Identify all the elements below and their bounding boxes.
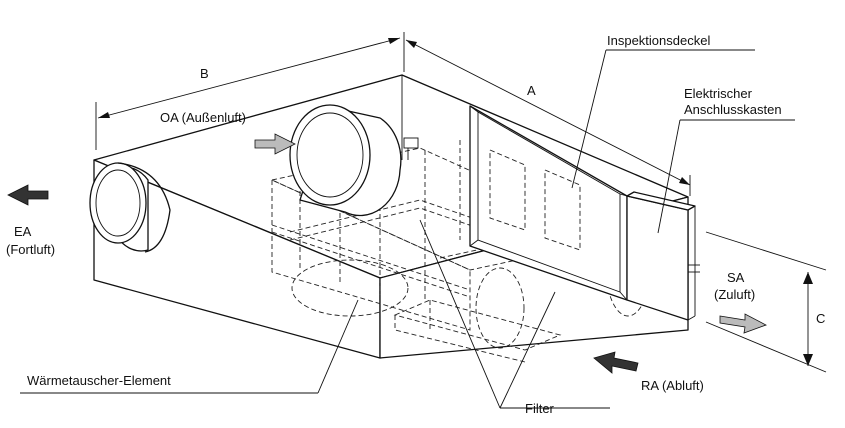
sa-sub-label: (Zuluft) (714, 287, 755, 302)
ea-duct-port (89, 162, 171, 253)
leader-lines (20, 49, 795, 409)
inspection-cover (469, 105, 628, 301)
oa-label: OA (Außenluft) (160, 110, 246, 125)
dim-b-label: B (200, 66, 209, 81)
sa-label: SA (727, 270, 745, 285)
sa-arrow-icon (719, 313, 767, 334)
oa-duct-port (289, 104, 402, 217)
dim-a-label: A (527, 83, 536, 98)
filter-label: Filter (525, 401, 555, 416)
airflow-arrows (7, 133, 767, 374)
junction-box-label-2: Anschlusskasten (684, 102, 782, 117)
ea-label: EA (14, 224, 32, 239)
oa-arrow-icon (254, 133, 296, 155)
ea-arrow-icon (7, 184, 49, 206)
ra-label: RA (Abluft) (641, 378, 704, 393)
electrical-junction-box (626, 191, 700, 321)
junction-box-label-1: Elektrischer (684, 86, 753, 101)
ra-arrow-icon (593, 351, 639, 374)
dim-c-label: C (816, 311, 825, 326)
connector-detail (403, 137, 419, 160)
dimension-lines (95, 32, 827, 373)
ea-sub-label: (Fortluft) (6, 242, 55, 257)
heat-exchanger-label: Wärmetauscher-Element (27, 373, 171, 388)
inspection-cover-label: Inspektionsdeckel (607, 33, 710, 48)
labels: A B C OA (Außenluft) EA (Fortluft) Inspe… (6, 33, 825, 416)
